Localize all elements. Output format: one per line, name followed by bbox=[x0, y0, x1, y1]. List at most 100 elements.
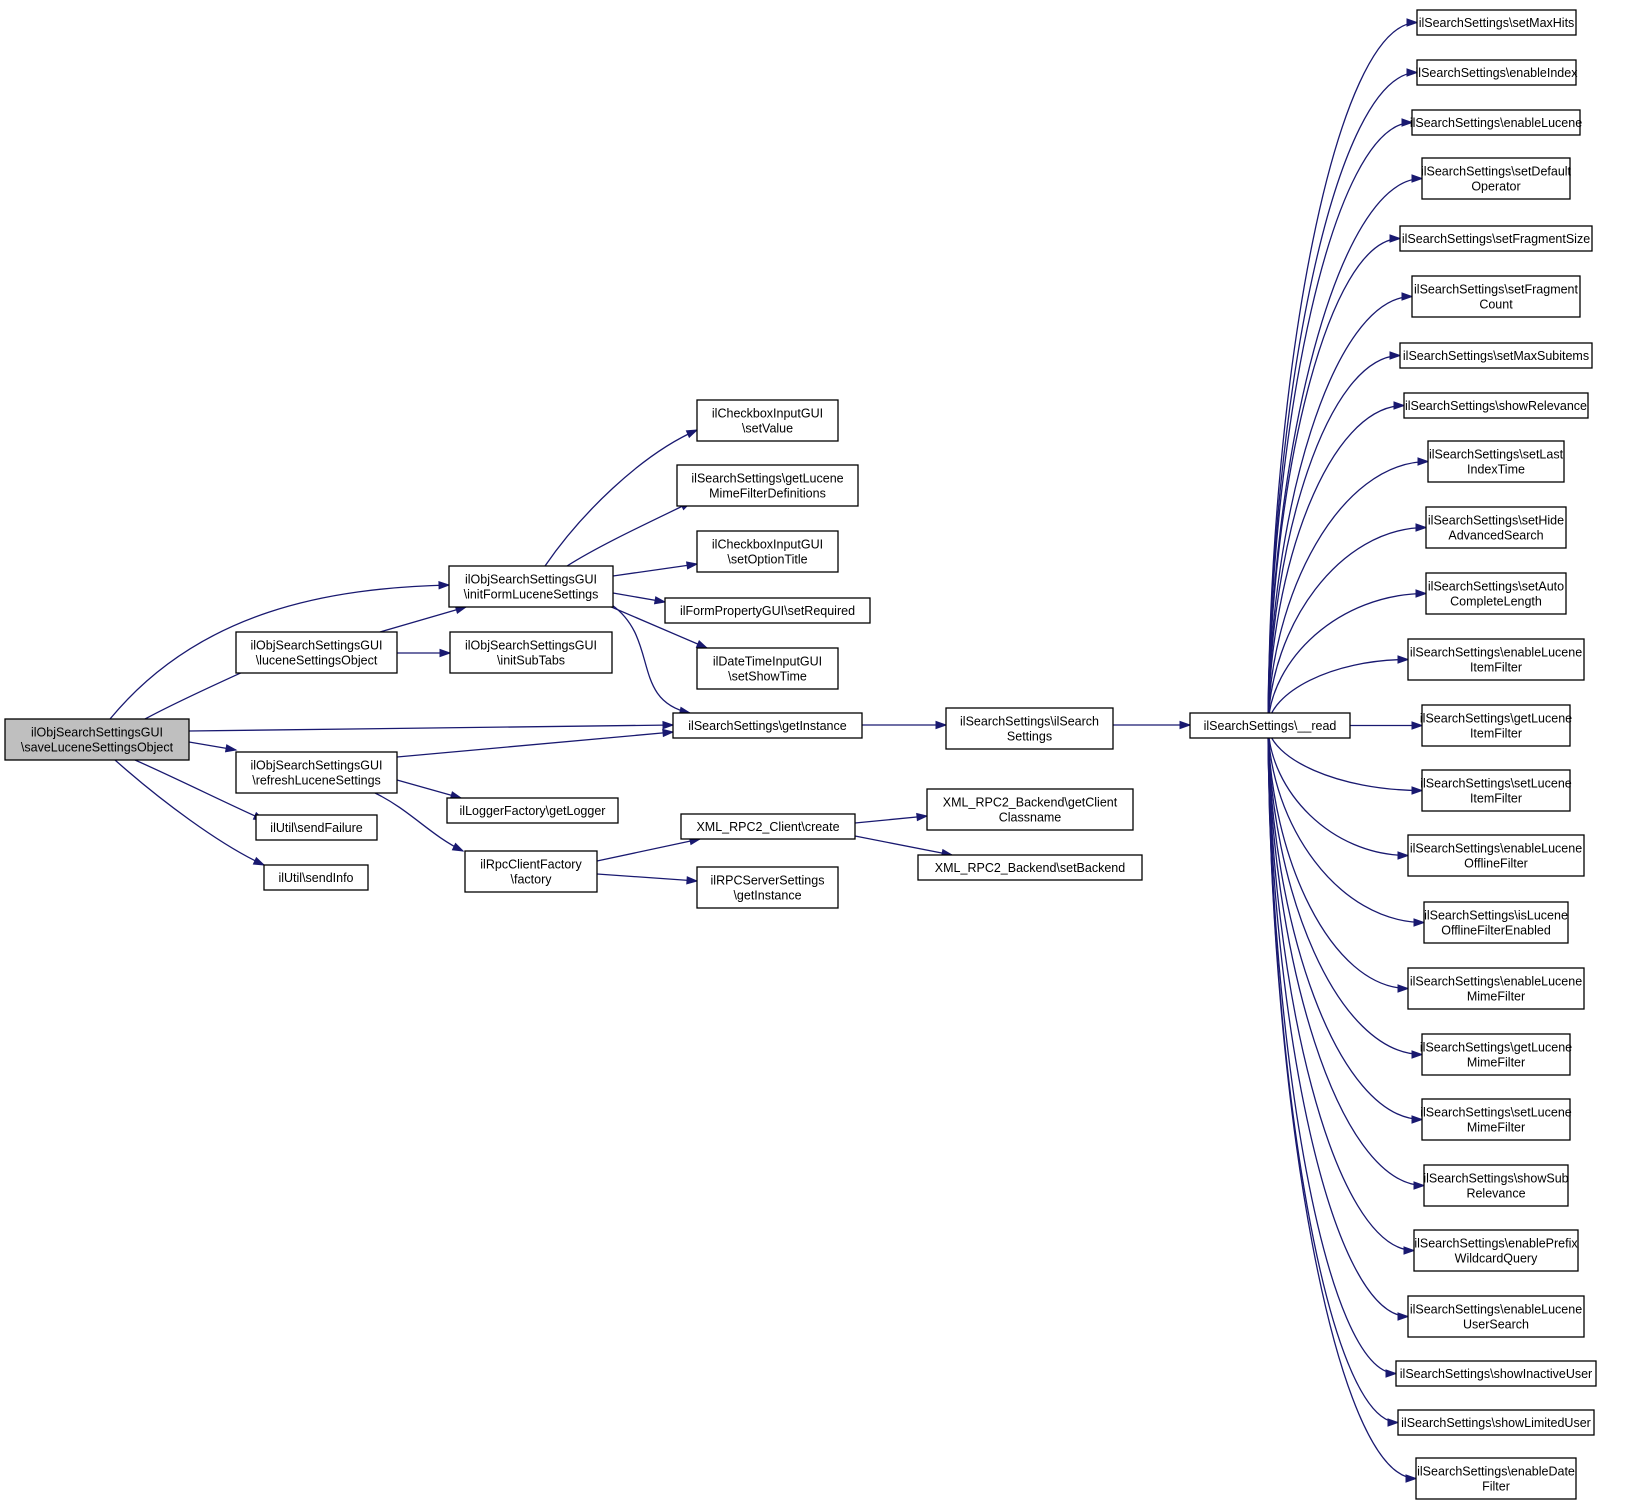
graph-node[interactable]: ilObjSearchSettingsGUI\saveLuceneSetting… bbox=[4, 718, 190, 761]
node-box bbox=[446, 797, 619, 824]
graph-node[interactable]: ilRpcClientFactory\factory bbox=[464, 850, 598, 893]
graph-node[interactable]: ilSearchSettings\enableLuceneOfflineFilt… bbox=[1407, 834, 1585, 877]
node-box bbox=[1407, 1295, 1585, 1338]
edge-arrowhead bbox=[686, 876, 699, 885]
edge-line bbox=[134, 759, 265, 821]
node-box bbox=[917, 854, 1143, 881]
node-label: ilSearchSettings\ilSearch bbox=[960, 715, 1099, 729]
graph-node[interactable]: ilObjSearchSettingsGUI\initFormLuceneSet… bbox=[448, 565, 614, 608]
graph-node[interactable]: ilSearchSettings\getInstance bbox=[672, 712, 863, 739]
node-label: IndexTime bbox=[1467, 463, 1525, 477]
node-label: ilRpcClientFactory bbox=[480, 858, 582, 872]
node-label: MimeFilter bbox=[1467, 990, 1525, 1004]
graph-node[interactable]: ilRPCServerSettings\getInstance bbox=[696, 866, 839, 909]
edge-line bbox=[1267, 725, 1409, 990]
graph-node[interactable]: ilSearchSettings\isLuceneOfflineFilterEn… bbox=[1423, 901, 1569, 944]
graph-node[interactable]: ilDateTimeInputGUI\setShowTime bbox=[696, 647, 839, 690]
edge-arrowhead bbox=[1415, 523, 1428, 532]
edge-line bbox=[1267, 725, 1425, 1187]
edge-arrowhead bbox=[438, 581, 451, 590]
graph-node[interactable]: ilSearchSettings\setFragmentSize bbox=[1399, 225, 1593, 252]
graph-node[interactable]: ilObjSearchSettingsGUI\initSubTabs bbox=[449, 631, 613, 674]
node-label: \setValue bbox=[742, 422, 793, 436]
node-box bbox=[1189, 712, 1351, 739]
node-box bbox=[235, 631, 398, 674]
graph-node[interactable]: ilSearchSettings\showLimitedUser bbox=[1397, 1409, 1595, 1436]
node-label: ilObjSearchSettingsGUI bbox=[31, 726, 163, 740]
edge-arrowhead bbox=[224, 744, 238, 753]
edge-arrowhead bbox=[1397, 1312, 1410, 1321]
graph-node[interactable]: ilSearchSettings\showRelevance bbox=[1403, 392, 1589, 419]
edge-arrowhead bbox=[685, 429, 699, 439]
node-label: ItemFilter bbox=[1470, 792, 1522, 806]
graph-node[interactable]: ilSearchSettings\enableLucene bbox=[1410, 109, 1582, 136]
node-label: ItemFilter bbox=[1470, 727, 1522, 741]
graph-node[interactable]: ilSearchSettings\setMaxSubitems bbox=[1399, 342, 1593, 369]
node-box bbox=[696, 647, 839, 690]
graph-node[interactable]: ilObjSearchSettingsGUI\luceneSettingsObj… bbox=[235, 631, 398, 674]
edge-arrowhead bbox=[1413, 918, 1426, 927]
node-box bbox=[1416, 59, 1577, 86]
edge-line bbox=[1267, 404, 1405, 727]
graph-node[interactable]: ilLoggerFactory\getLogger bbox=[446, 797, 619, 824]
graph-node[interactable]: ilSearchSettings\setMaxHits bbox=[1416, 9, 1577, 36]
graph-node[interactable]: ilFormPropertyGUI\setRequired bbox=[664, 597, 871, 624]
edge-line bbox=[854, 835, 953, 856]
node-box bbox=[1421, 1033, 1571, 1076]
node-box bbox=[1421, 157, 1571, 200]
edge-line bbox=[379, 606, 467, 633]
node-box bbox=[676, 464, 859, 507]
graph-node[interactable]: ilSearchSettings\__read bbox=[1189, 712, 1351, 739]
graph-node[interactable]: ilObjSearchSettingsGUI\refreshLuceneSett… bbox=[235, 751, 398, 794]
graph-node[interactable]: ilUtil\sendFailure bbox=[255, 814, 378, 841]
graph-node[interactable]: ilSearchSettings\ilSearchSettings bbox=[945, 707, 1114, 750]
graph-node[interactable]: ilCheckboxInputGUI\setValue bbox=[696, 399, 839, 442]
node-box bbox=[4, 718, 190, 761]
node-label: ItemFilter bbox=[1470, 661, 1522, 675]
edge-arrowhead bbox=[252, 856, 266, 866]
graph-node[interactable]: ilSearchSettings\enableIndex bbox=[1416, 59, 1579, 86]
graph-node[interactable]: ilSearchSettings\enablePrefixWildcardQue… bbox=[1413, 1229, 1579, 1272]
node-box bbox=[1413, 1229, 1579, 1272]
graph-node[interactable]: XML_RPC2_Backend\setBackend bbox=[917, 854, 1143, 881]
edge-line bbox=[114, 759, 265, 866]
node-label: CompleteLength bbox=[1450, 595, 1542, 609]
node-box bbox=[235, 751, 398, 794]
edge-line bbox=[544, 429, 698, 567]
graph-node[interactable]: XML_RPC2_Client\create bbox=[680, 813, 856, 840]
graph-node[interactable]: ilSearchSettings\showInactiveUser bbox=[1395, 1360, 1597, 1387]
node-label: ilSearchSettings\showLimitedUser bbox=[1401, 1416, 1591, 1430]
graph-node[interactable]: ilUtil\sendInfo bbox=[263, 864, 369, 891]
edge-line bbox=[596, 873, 698, 882]
node-box bbox=[1421, 704, 1571, 747]
node-box bbox=[680, 813, 856, 840]
graph-node[interactable]: ilCheckboxInputGUI\setOptionTitle bbox=[696, 530, 839, 573]
edge-line bbox=[374, 792, 464, 852]
graph-node[interactable]: ilSearchSettings\getLuceneMimeFilterDefi… bbox=[676, 464, 859, 507]
edge-arrowhead bbox=[1405, 1474, 1418, 1483]
edge-arrowhead bbox=[1389, 351, 1402, 360]
node-label: ilSearchSettings\setFragmentSize bbox=[1402, 232, 1590, 246]
edge-line bbox=[396, 779, 462, 799]
node-box bbox=[1407, 834, 1585, 877]
nodes-layer: ilObjSearchSettingsGUI\saveLuceneSetting… bbox=[4, 9, 1597, 1500]
edge-line bbox=[566, 501, 692, 567]
node-box bbox=[696, 399, 839, 442]
node-label: Filter bbox=[1482, 1480, 1510, 1494]
edge-line bbox=[1267, 725, 1409, 1318]
